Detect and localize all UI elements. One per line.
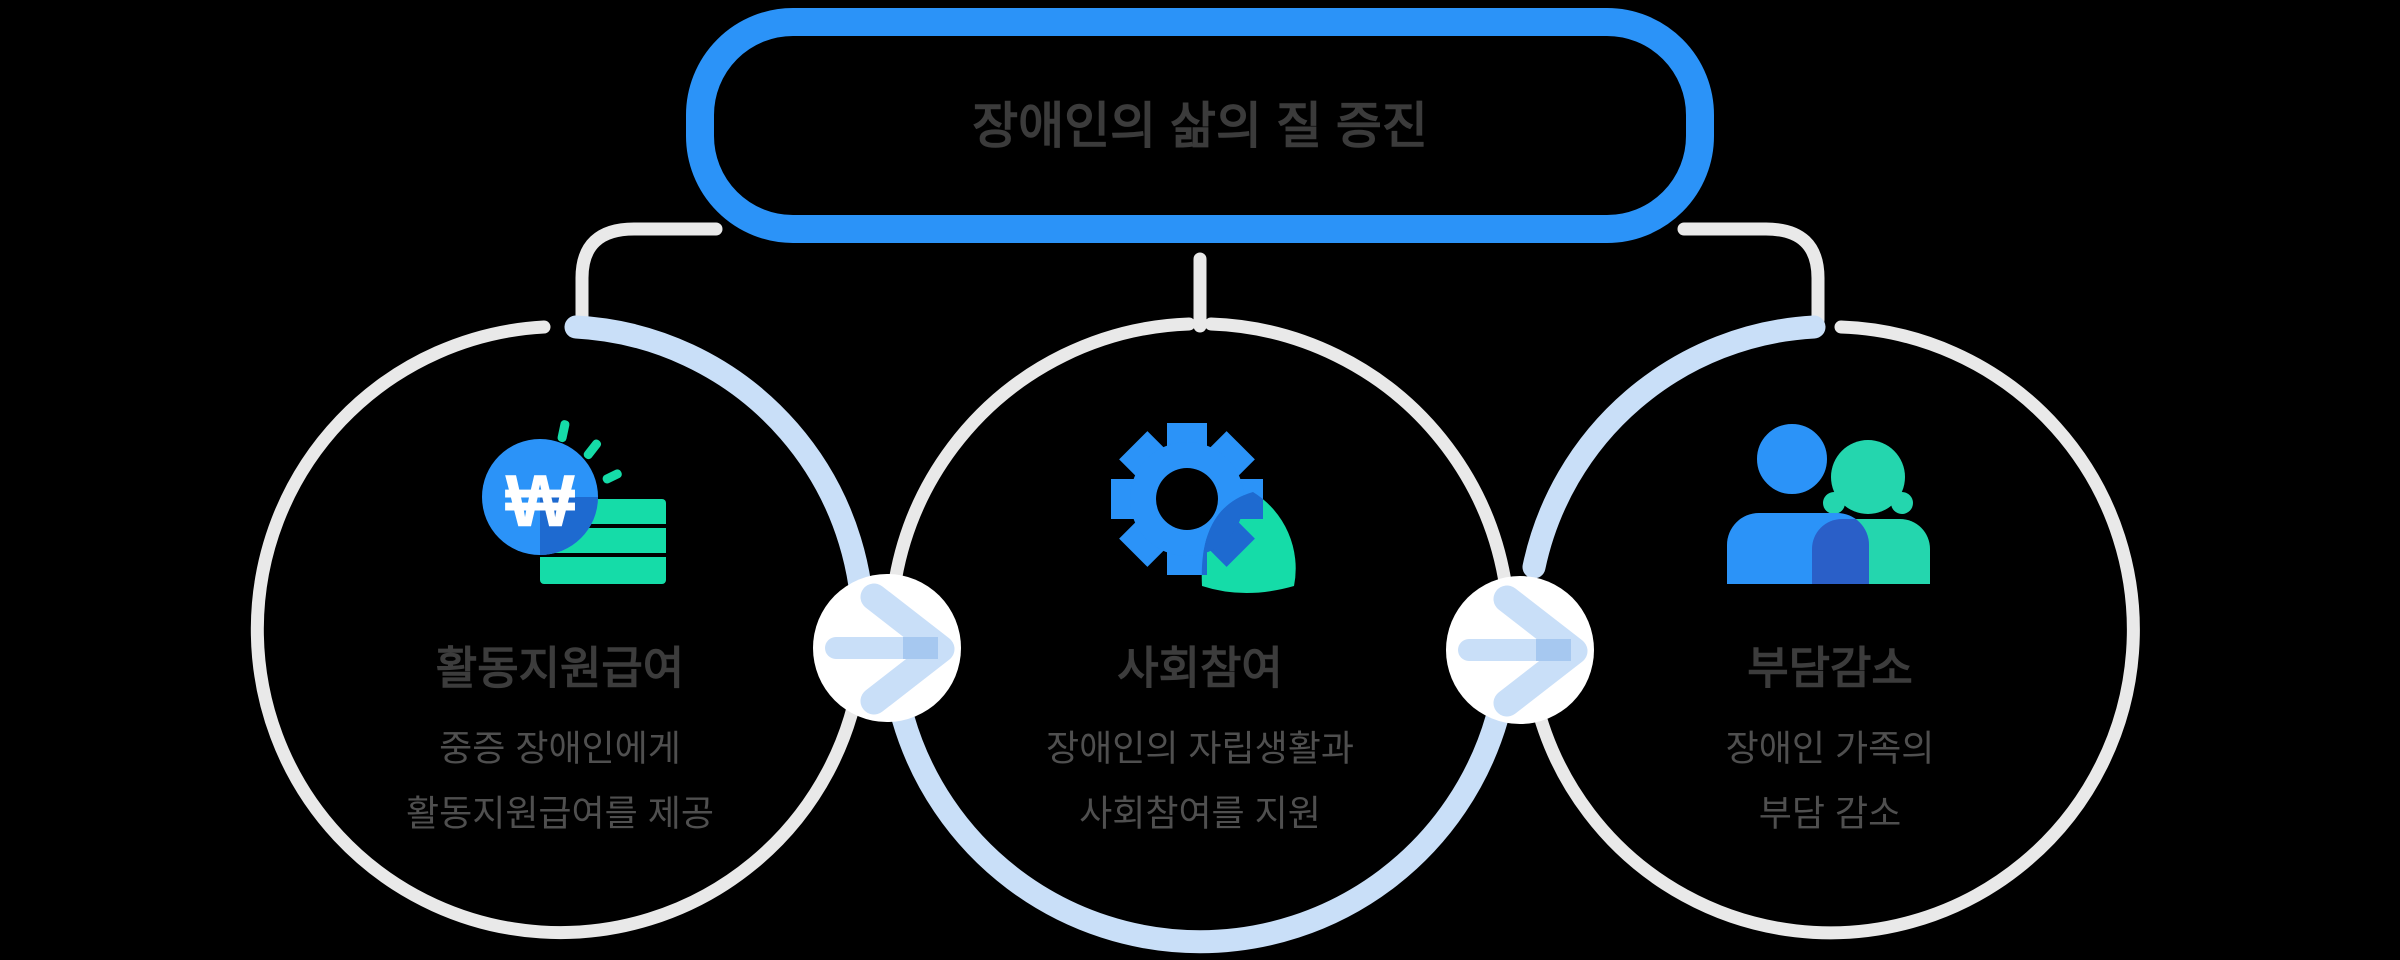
step3-circle-gray-arc bbox=[1520, 320, 2140, 940]
step1-text: 활동지원급여 중증 장애인에게 활동지원급여를 제공 bbox=[406, 643, 714, 834]
step1-desc-line2: 활동지원급여를 제공 bbox=[406, 793, 714, 834]
money-bills-gap1 bbox=[540, 524, 666, 528]
step2-text: 사회참여 장애인의 자립생활과 사회참여를 지원 bbox=[1046, 643, 1354, 834]
right-arrow-overlap bbox=[903, 637, 938, 659]
step2-desc-line1: 장애인의 자립생활과 bbox=[1046, 728, 1354, 769]
person-blue-head bbox=[1751, 418, 1833, 500]
people-overlap bbox=[1812, 519, 1869, 584]
step2-circle-lightblue-arc bbox=[891, 706, 1509, 954]
arrow-badge-2 bbox=[1446, 576, 1594, 724]
won-symbol: ₩ bbox=[505, 460, 575, 543]
connector-lines bbox=[575, 222, 1825, 333]
family-people-icon bbox=[1727, 418, 1930, 584]
step1-circle-lightblue-arc bbox=[564, 315, 875, 668]
step1-title: 활동지원급여 bbox=[436, 643, 684, 694]
banner: 장애인의 삶의 질 증진 bbox=[686, 8, 1714, 243]
gear-hole bbox=[1156, 468, 1218, 530]
arrow-badge-1 bbox=[813, 574, 961, 722]
coin-sparkles bbox=[557, 420, 622, 484]
banner-title: 장애인의 삶의 질 증진 bbox=[972, 98, 1428, 154]
step3-title: 부담감소 bbox=[1747, 643, 1913, 694]
step3-desc-line1: 장애인 가족의 bbox=[1726, 728, 1935, 769]
person-teal-head bbox=[1831, 440, 1905, 514]
step3-text: 부담감소 장애인 가족의 부담 감소 bbox=[1726, 643, 1935, 834]
step1-circle bbox=[250, 315, 875, 940]
connector-left bbox=[575, 222, 723, 327]
step3-circle bbox=[1520, 315, 2140, 940]
step3-desc-line2: 부담 감소 bbox=[1759, 793, 1901, 834]
won-coin-shade bbox=[540, 497, 598, 555]
step3-circle-lightblue-arc bbox=[1522, 315, 1826, 579]
won-coin-money-icon: ₩ bbox=[482, 420, 666, 584]
step1-circle-gray-arc bbox=[250, 320, 868, 940]
step1-desc-line1: 중증 장애인에게 bbox=[439, 728, 681, 769]
connector-right bbox=[1677, 222, 1825, 327]
gear-leaf-icon bbox=[1111, 423, 1296, 593]
right-arrow-overlap bbox=[1536, 639, 1571, 661]
step2-circle bbox=[884, 317, 1516, 954]
step2-desc-line2: 사회참여를 지원 bbox=[1079, 793, 1321, 834]
step2-title: 사회참여 bbox=[1117, 643, 1283, 694]
banner-outline bbox=[686, 8, 1714, 243]
right-arrow-icon bbox=[860, 583, 955, 715]
money-bills-gap2 bbox=[540, 553, 666, 557]
right-arrow-icon bbox=[1493, 585, 1588, 717]
